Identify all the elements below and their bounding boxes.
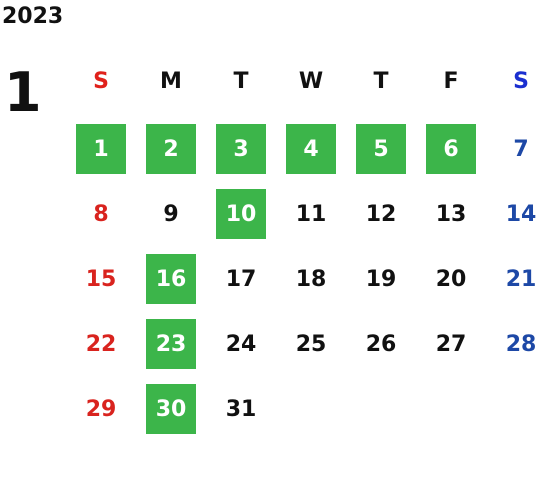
- day-cell-empty: [496, 384, 546, 434]
- day-cell[interactable]: 20: [435, 266, 467, 292]
- day-cell[interactable]: 19: [365, 266, 397, 292]
- day-cell-highlighted[interactable]: 5: [356, 124, 406, 174]
- weekday-saturday: S: [513, 68, 529, 94]
- day-cell[interactable]: 28: [505, 331, 537, 357]
- day-cell[interactable]: 24: [225, 331, 257, 357]
- day-cell[interactable]: 31: [225, 396, 257, 422]
- day-cell-highlighted[interactable]: 10: [216, 189, 266, 239]
- day-cell-highlighted[interactable]: 3: [216, 124, 266, 174]
- weekday-wednesday: W: [298, 68, 324, 94]
- day-cell[interactable]: 27: [435, 331, 467, 357]
- day-cell[interactable]: 18: [295, 266, 327, 292]
- day-cell[interactable]: 22: [85, 331, 117, 357]
- week-row: 15 16 17 18 19 20 21: [66, 254, 548, 304]
- weekday-thursday: T: [373, 68, 389, 94]
- day-cell-highlighted[interactable]: 1: [76, 124, 126, 174]
- day-cell[interactable]: 8: [93, 201, 109, 227]
- day-cell-empty: [286, 384, 336, 434]
- day-cell-empty: [426, 384, 476, 434]
- day-cell[interactable]: 14: [505, 201, 537, 227]
- weekday-friday: F: [443, 68, 459, 94]
- day-cell[interactable]: 29: [85, 396, 117, 422]
- day-cell-highlighted[interactable]: 2: [146, 124, 196, 174]
- day-cell[interactable]: 11: [295, 201, 327, 227]
- day-cell-empty: [356, 384, 406, 434]
- day-cell[interactable]: 21: [505, 266, 537, 292]
- day-cell-highlighted[interactable]: 30: [146, 384, 196, 434]
- weekday-sunday: S: [93, 68, 109, 94]
- weekday-monday: M: [160, 68, 182, 94]
- month-number: 1: [4, 61, 42, 124]
- day-cell-highlighted[interactable]: 23: [146, 319, 196, 369]
- week-row: 22 23 24 25 26 27 28: [66, 319, 548, 369]
- week-row: 29 30 31: [66, 384, 548, 434]
- day-cell-highlighted[interactable]: 6: [426, 124, 476, 174]
- day-cell-highlighted[interactable]: 16: [146, 254, 196, 304]
- day-cell[interactable]: 9: [163, 201, 179, 227]
- day-cell[interactable]: 26: [365, 331, 397, 357]
- day-cell[interactable]: 15: [85, 266, 117, 292]
- year-label: 2023: [2, 4, 64, 29]
- day-cell[interactable]: 25: [295, 331, 327, 357]
- day-cell[interactable]: 17: [225, 266, 257, 292]
- day-cell[interactable]: 7: [513, 136, 529, 162]
- weekday-header-row: S M T W T F S: [66, 56, 548, 106]
- day-cell[interactable]: 12: [365, 201, 397, 227]
- week-row: 8 9 10 11 12 13 14: [66, 189, 548, 239]
- day-cell[interactable]: 13: [435, 201, 467, 227]
- day-cell-highlighted[interactable]: 4: [286, 124, 336, 174]
- weekday-tuesday: T: [233, 68, 249, 94]
